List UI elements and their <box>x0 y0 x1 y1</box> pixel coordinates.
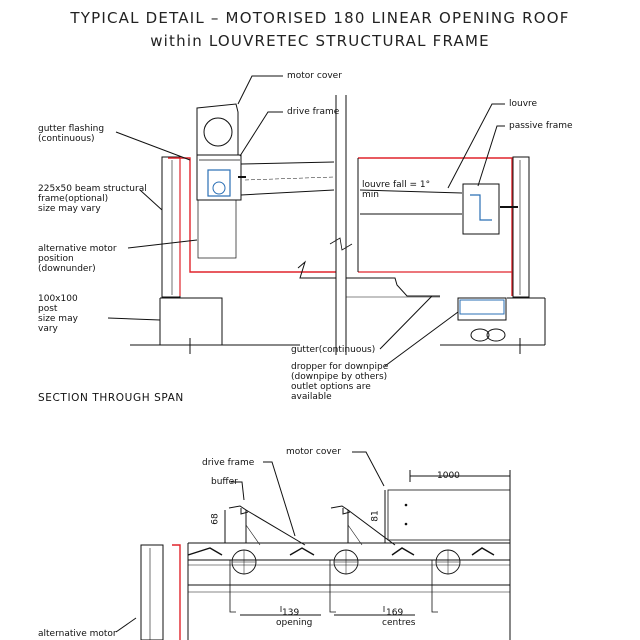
diagram-title-line2: within LOUVRETEC STRUCTURAL FRAME <box>150 32 490 50</box>
label-drive-frame-bottom: drive frame <box>202 458 255 468</box>
left-beam <box>161 156 181 298</box>
bottom-frame-outline <box>172 544 181 640</box>
bottom-left-beam <box>140 544 164 640</box>
gutter-left <box>297 260 336 279</box>
left-frame-outline <box>168 157 336 273</box>
motor-drum <box>203 117 233 147</box>
dim-1000: 1000 <box>437 471 460 481</box>
label-beam: 225x50 beam structural frame(optional) s… <box>38 184 147 214</box>
dim-139: 139 <box>282 608 300 618</box>
section-label: SECTION THROUGH SPAN <box>38 392 184 404</box>
label-centres: centres <box>382 618 416 628</box>
label-opening: opening <box>276 618 313 628</box>
label-louvre: louvre <box>509 99 538 109</box>
leader-motor-cover <box>237 75 283 105</box>
motor-unit <box>207 169 231 197</box>
label-buffer: buffer <box>211 477 238 487</box>
gutter-right <box>346 277 440 297</box>
dim-169: 169 <box>386 608 404 618</box>
label-motor-cover-bottom: motor cover <box>286 447 341 457</box>
passive-frame <box>462 183 500 235</box>
dropper <box>457 297 507 321</box>
label-drive-frame: drive frame <box>287 107 340 117</box>
label-post: 100x100 post size may vary <box>38 294 78 334</box>
left-post <box>160 297 223 346</box>
label-alt-motor-top: alternative motor position (downunder) <box>38 244 117 274</box>
dim-68: 68 <box>210 513 221 525</box>
diagram-title-line1: TYPICAL DETAIL – MOTORISED 180 LINEAR OP… <box>70 9 570 27</box>
dim-81: 81 <box>370 510 381 522</box>
right-frame-outline <box>358 157 513 296</box>
label-motor-cover: motor cover <box>287 71 342 81</box>
louvre-blade-2 <box>330 505 351 543</box>
drive-frame <box>196 154 242 201</box>
label-alt-motor-bottom: alternative motor <box>38 629 117 639</box>
label-louvre-fall: louvre fall = 1° min <box>362 180 431 200</box>
buffers <box>187 547 495 556</box>
label-dropper: dropper for downpipe (downpipe by others… <box>291 362 389 402</box>
label-gutter: gutter(continuous) <box>291 345 376 355</box>
bottom-motor-cover <box>387 489 511 541</box>
motor-cover <box>196 103 239 156</box>
label-gutter-flashing: gutter flashing (continuous) <box>38 124 105 144</box>
label-passive-frame: passive frame <box>509 121 573 131</box>
right-beam <box>512 156 530 298</box>
louvre-blade-1 <box>228 505 249 543</box>
